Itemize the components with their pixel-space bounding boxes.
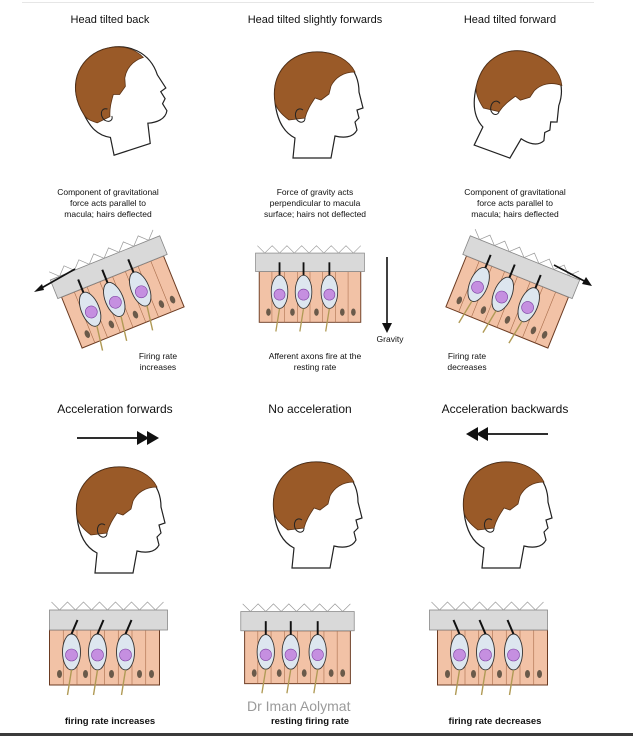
title-acceleration-backwards: Acceleration backwards xyxy=(425,402,585,416)
caption-line: macula; hairs deflected xyxy=(38,209,178,220)
caption-line: force acts parallel to xyxy=(440,198,590,209)
caption-line: force acts parallel to xyxy=(38,198,178,209)
firing-rate-increases-bottom: firing rate increases xyxy=(40,716,180,727)
title-head-tilted-slightly-forwards: Head tilted slightly forwards xyxy=(230,14,400,26)
title-no-acceleration: No acceleration xyxy=(240,402,380,416)
caption-line: Component of gravitational xyxy=(38,187,178,198)
title-head-tilted-forward: Head tilted forward xyxy=(455,14,565,26)
caption-line: surface; hairs not deflected xyxy=(245,209,385,220)
macula-icon xyxy=(445,245,575,345)
caption-tilted-forward: Component of gravitational force acts pa… xyxy=(440,187,590,220)
frame-top-line xyxy=(22,2,594,3)
label-line: Firing rate xyxy=(437,351,497,362)
title-head-tilted-back: Head tilted back xyxy=(55,14,165,26)
watermark: Dr Iman Aolymat xyxy=(247,698,350,714)
gravity-arrow-icon xyxy=(380,255,394,335)
resting-rate-label: Afferent axons fire at the resting rate xyxy=(250,351,380,373)
head-profile-icon xyxy=(253,40,378,165)
caption-line: Component of gravitational xyxy=(440,187,590,198)
firing-rate-decreases-bottom: firing rate decreases xyxy=(420,716,570,727)
label-line: Afferent axons fire at the xyxy=(250,351,380,362)
head-profile-icon xyxy=(50,35,180,160)
firing-rate-increases-label: Firing rate increases xyxy=(128,351,188,373)
head-profile-icon xyxy=(452,38,577,163)
label-line: decreases xyxy=(437,362,497,373)
macula-icon xyxy=(235,600,360,700)
macula-icon xyxy=(425,600,560,700)
arrow-icon xyxy=(32,266,77,294)
macula-icon xyxy=(37,600,172,700)
label-line: resting rate xyxy=(250,362,380,373)
caption-line: Force of gravity acts xyxy=(245,187,385,198)
caption-tilted-back: Component of gravitational force acts pa… xyxy=(38,187,178,220)
firing-rate-decreases-label: Firing rate decreases xyxy=(437,351,497,373)
arrow-icon xyxy=(552,262,594,288)
macula-icon xyxy=(250,240,370,340)
resting-firing-rate-bottom: resting firing rate xyxy=(240,716,380,727)
gravity-label: Gravity xyxy=(370,334,410,345)
head-profile-icon xyxy=(252,450,377,575)
caption-tilted-slightly-forwards: Force of gravity acts perpendicular to m… xyxy=(245,187,385,220)
title-acceleration-forwards: Acceleration forwards xyxy=(40,402,190,416)
caption-line: macula; hairs deflected xyxy=(440,209,590,220)
head-profile-icon xyxy=(442,450,567,575)
macula-icon xyxy=(55,245,185,345)
double-arrow-icon xyxy=(75,428,160,448)
label-line: Firing rate xyxy=(128,351,188,362)
label-line: increases xyxy=(128,362,188,373)
double-arrow-icon xyxy=(468,424,550,444)
caption-line: perpendicular to macula xyxy=(245,198,385,209)
head-profile-icon xyxy=(55,455,180,580)
